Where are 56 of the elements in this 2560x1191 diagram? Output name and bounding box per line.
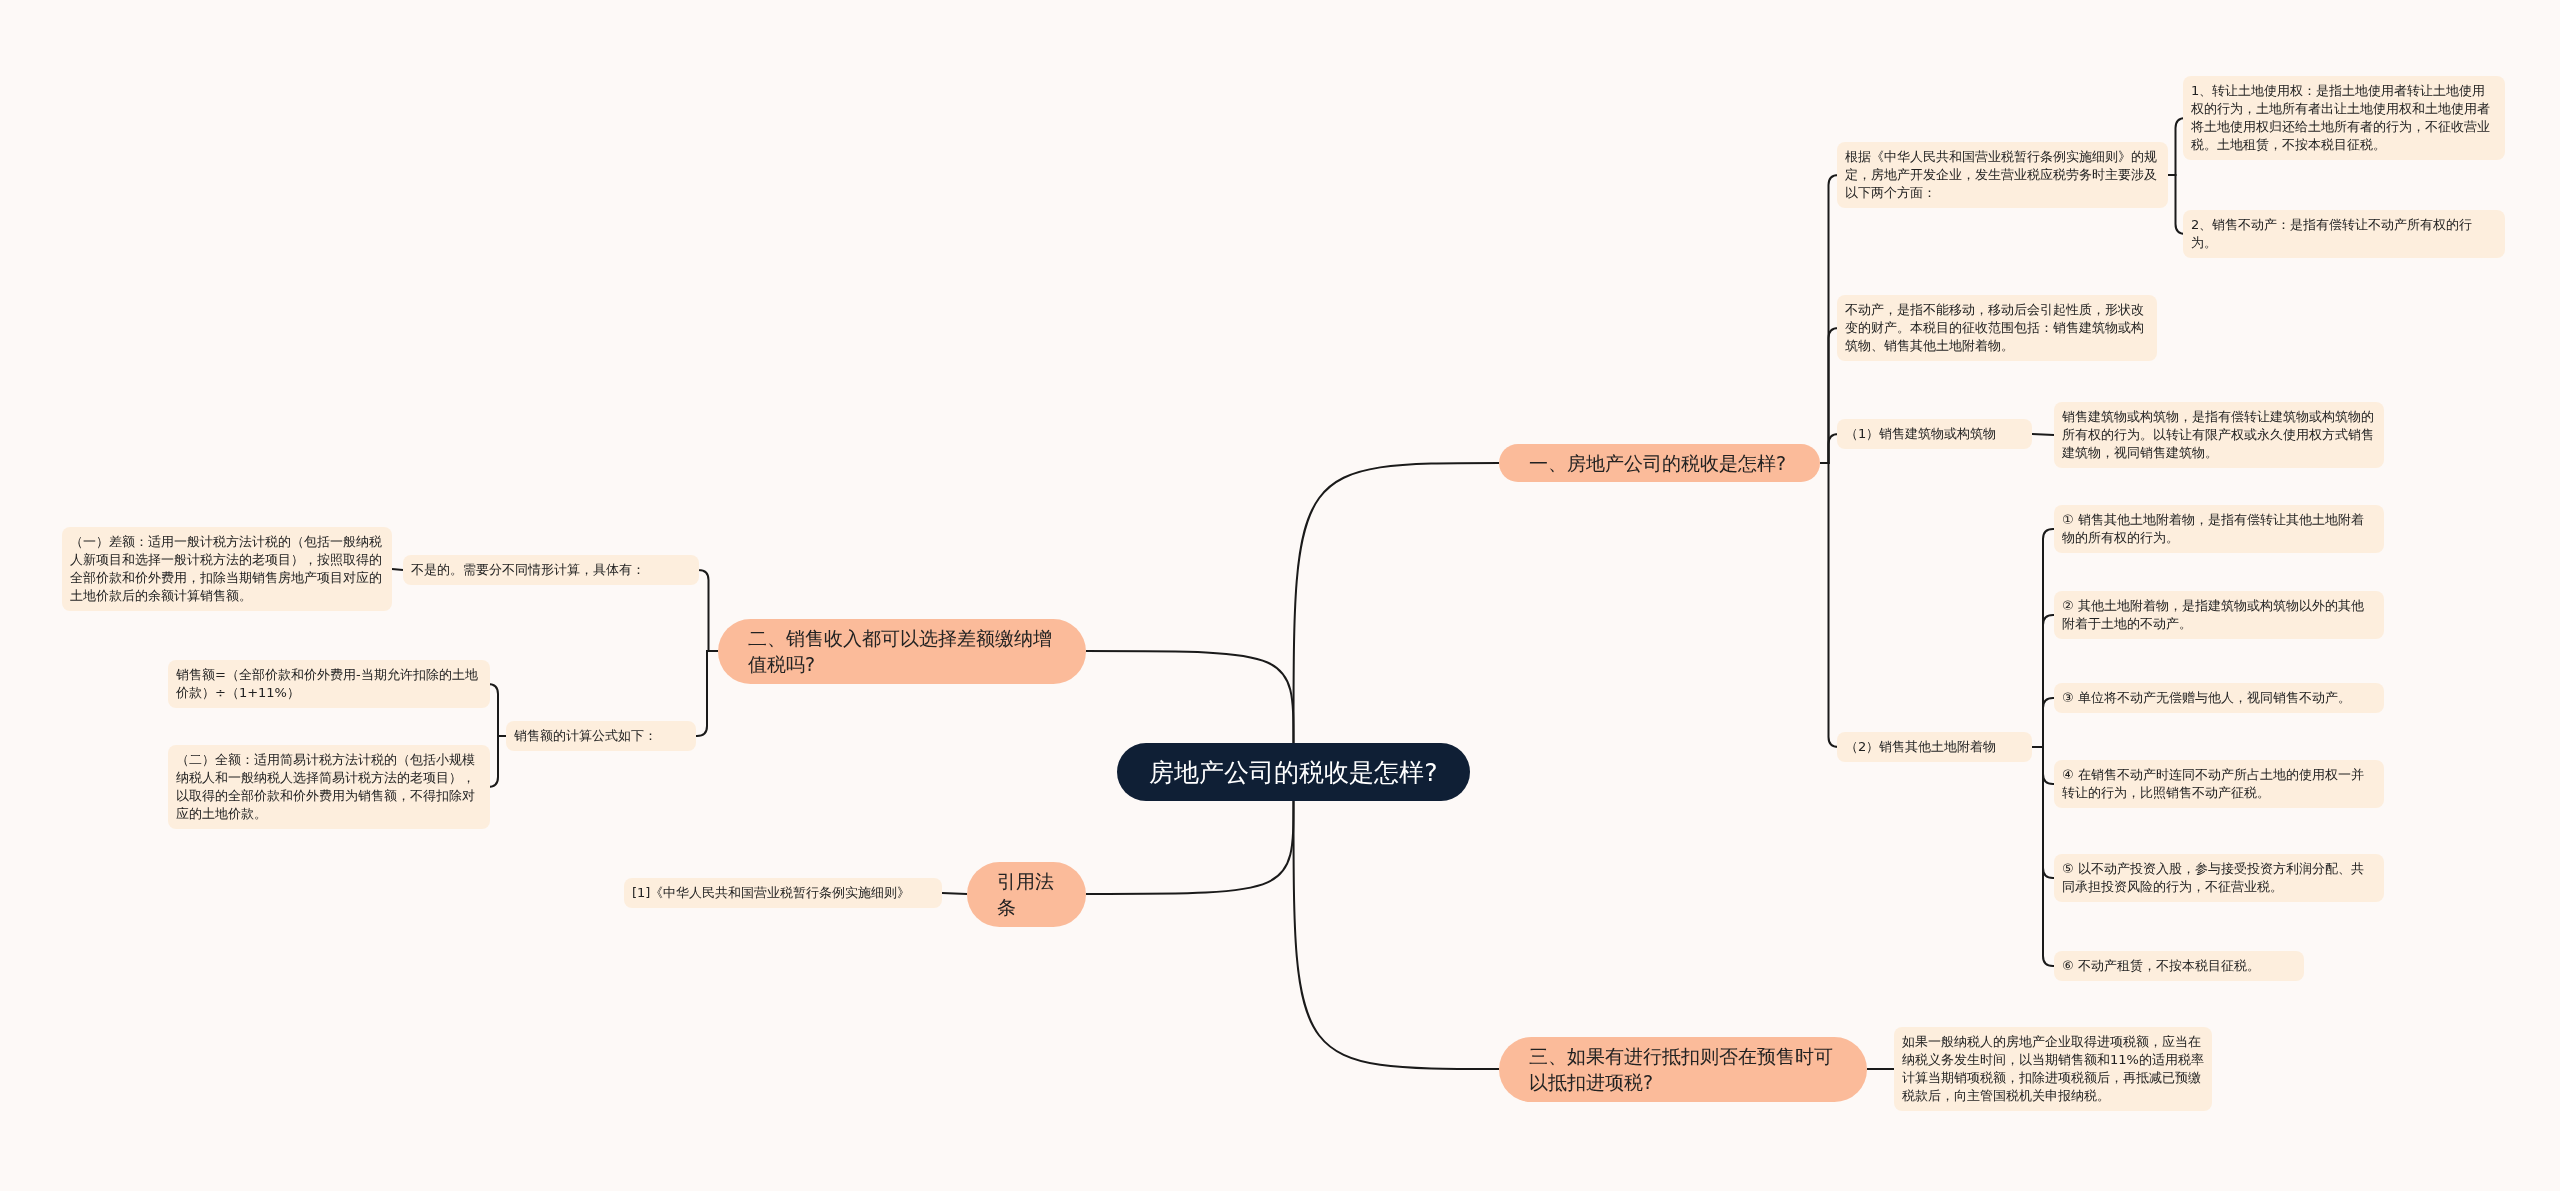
central-topic (1117, 743, 1470, 801)
detail-card (2054, 591, 2384, 640)
detail-card (2054, 505, 2384, 554)
detail-card (168, 660, 490, 709)
detail-text: 如果一般纳税人的房地产企业取得进项税额，应当在纳税义务发生时间，以当期销售额和11%的适用税率计算当期销项税额，扣除进项税额后，再抵减已预缴税款后，向主管国税机关申报纳税。 (1902, 1032, 2204, 1106)
detail-card (1837, 294, 2157, 362)
detail-text: 不是的。需要分不同情形计算，具体有： (411, 561, 645, 579)
detail-text: （1）销售建筑物或构筑物 (1845, 425, 1997, 443)
connector-line (1085, 800, 1295, 895)
topic-text: 一、房地产公司的税收是怎样? (1529, 450, 1787, 476)
detail-card (2054, 951, 2304, 982)
detail-text: ⑤ 以不动产投资入股，参与接受投资方利润分配、共同承担投资风险的行为，不征营业税。 (2062, 860, 2365, 897)
connector-line (1085, 650, 1295, 744)
detail-text: ⑥ 不动产租赁，不按本税目征税。 (2062, 957, 2260, 975)
detail-text: 不动产，是指不能移动，移动后会引起性质，形状改变的财产。本税目的征收范围包括：销售建筑物或构筑物、销售其他土地附着物。 (1845, 300, 2145, 355)
connector-line (1292, 462, 1500, 744)
detail-card (1837, 141, 2168, 209)
detail-text: ② 其他土地附着物，是指建筑物或构筑物以外的其他附着于土地的不动产。 (2062, 597, 2365, 634)
detail-card (1837, 732, 2032, 763)
detail-text: （2）销售其他土地附着物 (1845, 738, 1997, 756)
detail-card (62, 526, 392, 612)
detail-card (1894, 1026, 2212, 1112)
detail-text: 销售额的计算公式如下： (514, 727, 657, 745)
detail-text: 销售建筑物或构筑物，是指有偿转让建筑物或构筑物的所有权的行为。以转让有限产权或永久使用权方式销售建筑物，视同销售建筑物。 (2062, 407, 2375, 462)
detail-text: ④ 在销售不动产时连同不动产所占土地的使用权一并转让的行为，比照销售不动产征税。 (2062, 766, 2365, 803)
detail-card (1837, 419, 2032, 450)
detail-card (2183, 75, 2505, 161)
detail-card (506, 721, 696, 752)
detail-text: （一）差额：适用一般计税方法计税的（包括一般纳税人新项目和选择一般计税方法的老项目），按照取得的全部价款和价外费用，扣除当期销售房地产项目对应的土地价款后的余额计算销售额。 (70, 532, 383, 606)
detail-card (2054, 760, 2384, 809)
detail-text: [1]《中华人民共和国营业税暂行条例实施细则》 (632, 884, 911, 902)
detail-text: 销售额=（全部价款和价外费用-当期允许扣除的土地价款）÷（1+11%） (176, 666, 479, 703)
connector-line (941, 892, 968, 895)
detail-card (2054, 401, 2384, 469)
detail-card (2183, 210, 2505, 259)
connector-line (1866, 1068, 1895, 1070)
connector-line (2031, 433, 2055, 436)
detail-text: 1、转让土地使用权：是指土地使用者转让土地使用权的行为，土地所有者出让土地使用权和土地使用者将土地使用权归还给土地所有者的行为，不征收营业税。土地租赁，不按本税目征税。 (2191, 81, 2491, 155)
detail-card (2054, 683, 2384, 714)
topic-text: 三、如果有进行抵扣则否在预售时可以抵扣进项税? (1529, 1043, 1834, 1096)
topic-text: 引用法条 (997, 868, 1055, 921)
detail-card (2054, 854, 2384, 903)
topic-text: 房地产公司的税收是怎样? (1149, 756, 1438, 789)
detail-text: 根据《中华人民共和国营业税暂行条例实施细则》的规定，房地产开发企业，发生营业税应税劳务时主要涉及以下两个方面： (1845, 147, 2158, 202)
detail-card (624, 878, 942, 909)
detail-text: 2、销售不动产：是指有偿转让不动产所有权的行为。 (2191, 216, 2474, 253)
detail-card (403, 555, 699, 586)
detail-card (168, 744, 490, 830)
topic-text: 二、销售收入都可以选择差额缴纳增值税吗? (748, 625, 1053, 678)
connector-line (695, 650, 719, 737)
connector-line (391, 568, 404, 571)
connector-line (1292, 800, 1500, 1070)
detail-text: （二）全额：适用简易计税方法计税的（包括小规模纳税人和一般纳税人选择简易计税方法的老项目），以取得的全部价款和价外费用为销售额，不得扣除对应的土地价款。 (176, 750, 476, 824)
detail-text: ③ 单位将不动产无偿赠与他人，视同销售不动产。 (2062, 689, 2351, 707)
detail-text: ① 销售其他土地附着物，是指有偿转让其他土地附着物的所有权的行为。 (2062, 511, 2365, 548)
branch-topic (1499, 443, 1820, 483)
